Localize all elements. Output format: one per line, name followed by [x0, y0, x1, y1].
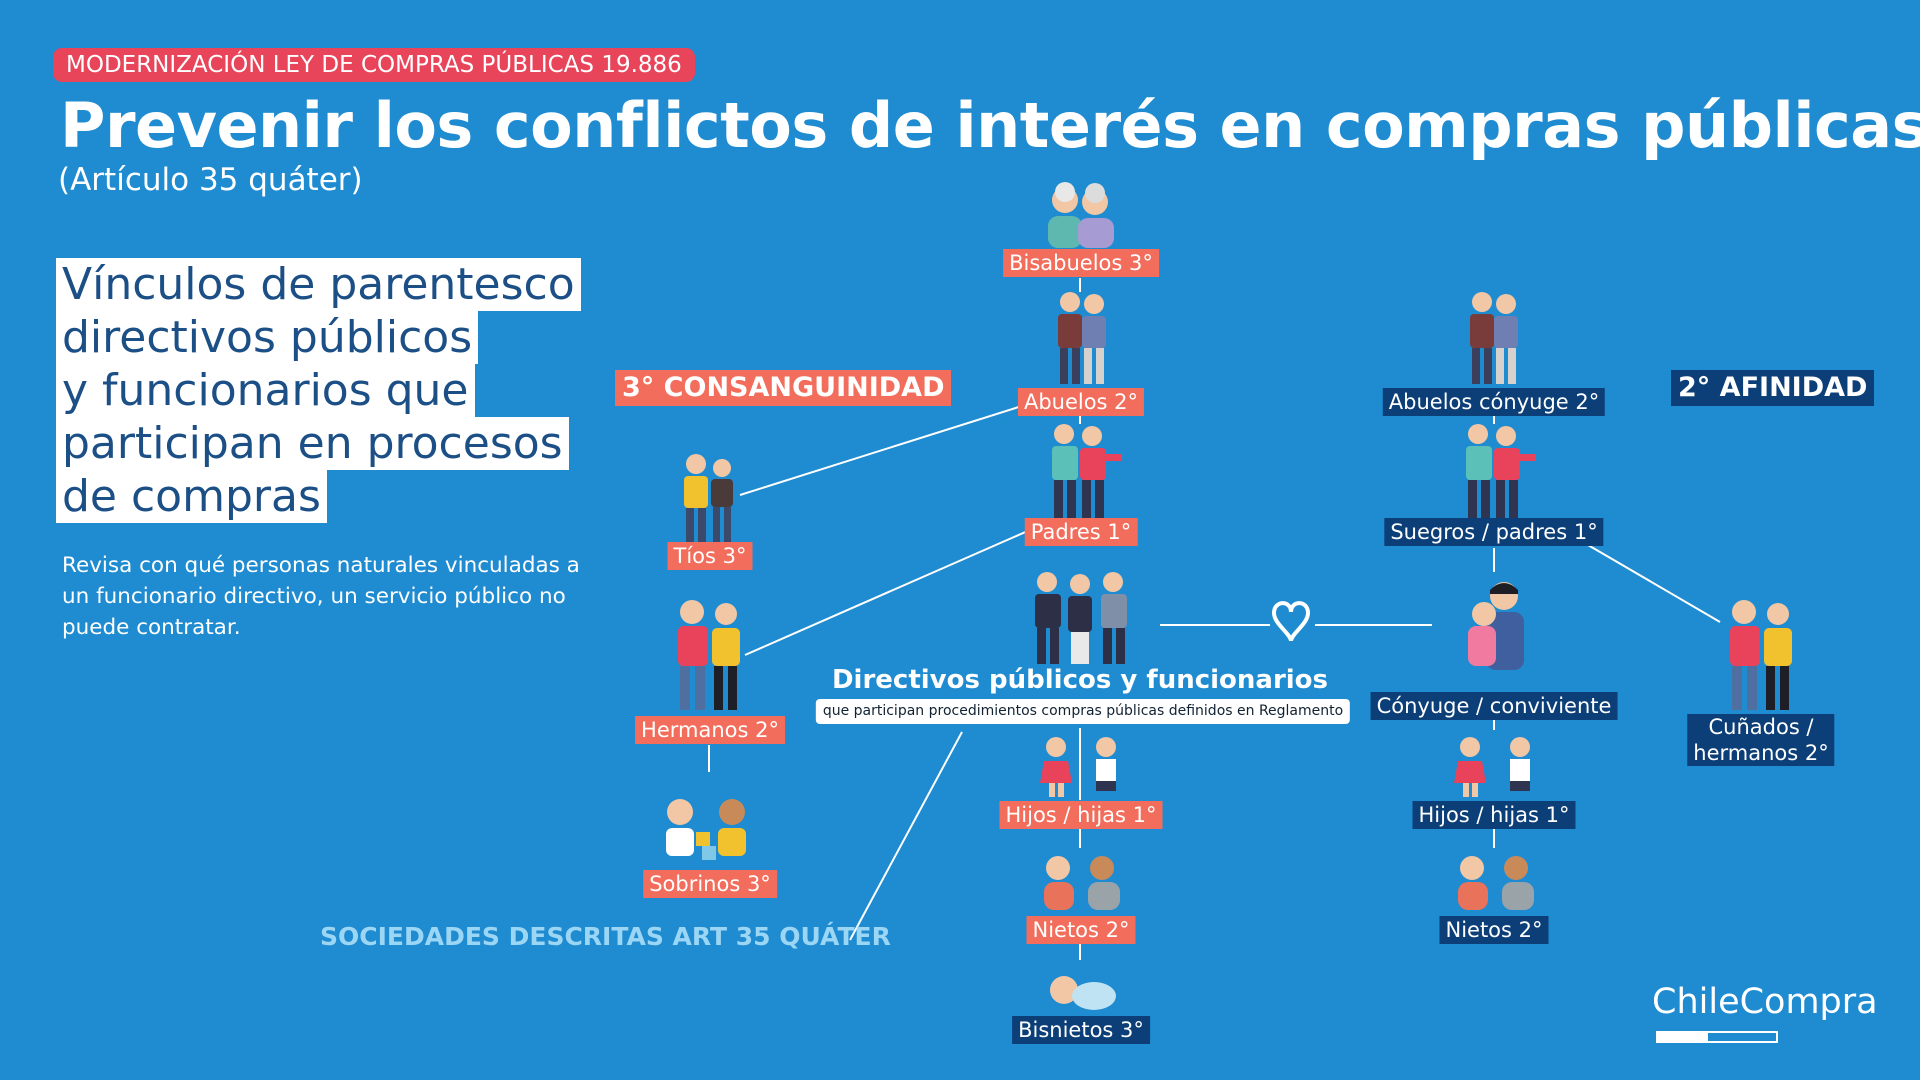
spouse-grandchildren-icon [1458, 856, 1534, 910]
nephews-nieces-icon [666, 799, 746, 860]
node-hijos-afinidad: Hijos / hijas 1° [1412, 801, 1576, 829]
node-abuelos: Abuelos 2° [1017, 388, 1145, 416]
spouse-children-icon [1454, 737, 1530, 797]
intro-description: Revisa con qué personas naturales vincul… [62, 553, 580, 640]
intro-heading-line: Vínculos de parentesco [56, 258, 581, 311]
node-cunados-line1: Cuñados / [1708, 715, 1814, 739]
intro-heading-line: de compras [56, 470, 327, 523]
officials-icon [1035, 572, 1127, 664]
spouse-icon [1468, 582, 1524, 670]
logo-bar [1656, 1031, 1778, 1043]
node-bisnietos: Bisnietos 3° [1012, 1016, 1150, 1044]
sociedades-label: SOCIEDADES DESCRITAS ART 35 QUÁTER [320, 922, 891, 951]
node-conyuge: Cónyuge / conviviente [1370, 692, 1618, 720]
center-title: Directivos públicos y funcionarios [831, 665, 1329, 695]
logo-bar-fill [1658, 1033, 1708, 1041]
children-icon [1040, 737, 1116, 797]
great-grandparents-icon [1048, 182, 1114, 248]
siblings-in-law-icon [1730, 600, 1792, 710]
intro-heading: Vínculos de parentesco directivos públic… [56, 258, 581, 523]
node-nietos: Nietos 2° [1026, 916, 1136, 944]
node-suegros: Suegros / padres 1° [1384, 518, 1604, 546]
intro-heading-line: y funcionarios que [56, 364, 475, 417]
law-tag: MODERNIZACIÓN LEY DE COMPRAS PÚBLICAS 19… [53, 48, 695, 82]
parents-icon [1052, 424, 1122, 518]
uncles-aunts-icon [684, 454, 733, 542]
heart-icon [1271, 601, 1311, 642]
consanguinity-header: 3° CONSANGUINIDAD [615, 370, 952, 406]
page-title: Prevenir los conflictos de interés en co… [60, 89, 1920, 162]
center-subtitle: que participan procedimientos compras pú… [815, 699, 1351, 724]
node-abuelos-conyuge: Abuelos cónyuge 2° [1382, 388, 1606, 416]
affinity-header: 2° AFINIDAD [1671, 370, 1875, 406]
node-cunados: Cuñados / hermanos 2° [1687, 714, 1835, 766]
parents-in-law-icon [1466, 424, 1536, 518]
intro-heading-line: participan en procesos [56, 417, 569, 470]
node-hijos: Hijos / hijas 1° [999, 801, 1163, 829]
page-subtitle: (Artículo 35 quáter) [58, 162, 363, 198]
grandparents-icon [1058, 292, 1106, 384]
node-tios: Tíos 3° [667, 542, 753, 570]
grandchildren-icon [1044, 856, 1120, 910]
node-nietos-afinidad: Nietos 2° [1439, 916, 1549, 944]
siblings-icon [678, 600, 740, 710]
great-grandchildren-icon [1050, 976, 1116, 1010]
node-padres: Padres 1° [1024, 518, 1138, 546]
node-cunados-line2: hermanos 2° [1693, 741, 1829, 765]
intro-heading-line: directivos públicos [56, 311, 479, 364]
chilecompra-logo: ChileCompra [1652, 982, 1878, 1022]
node-hermanos: Hermanos 2° [635, 716, 785, 744]
node-bisabuelos: Bisabuelos 3° [1003, 249, 1159, 277]
spouse-grandparents-icon [1470, 292, 1518, 384]
node-sobrinos: Sobrinos 3° [643, 870, 777, 898]
